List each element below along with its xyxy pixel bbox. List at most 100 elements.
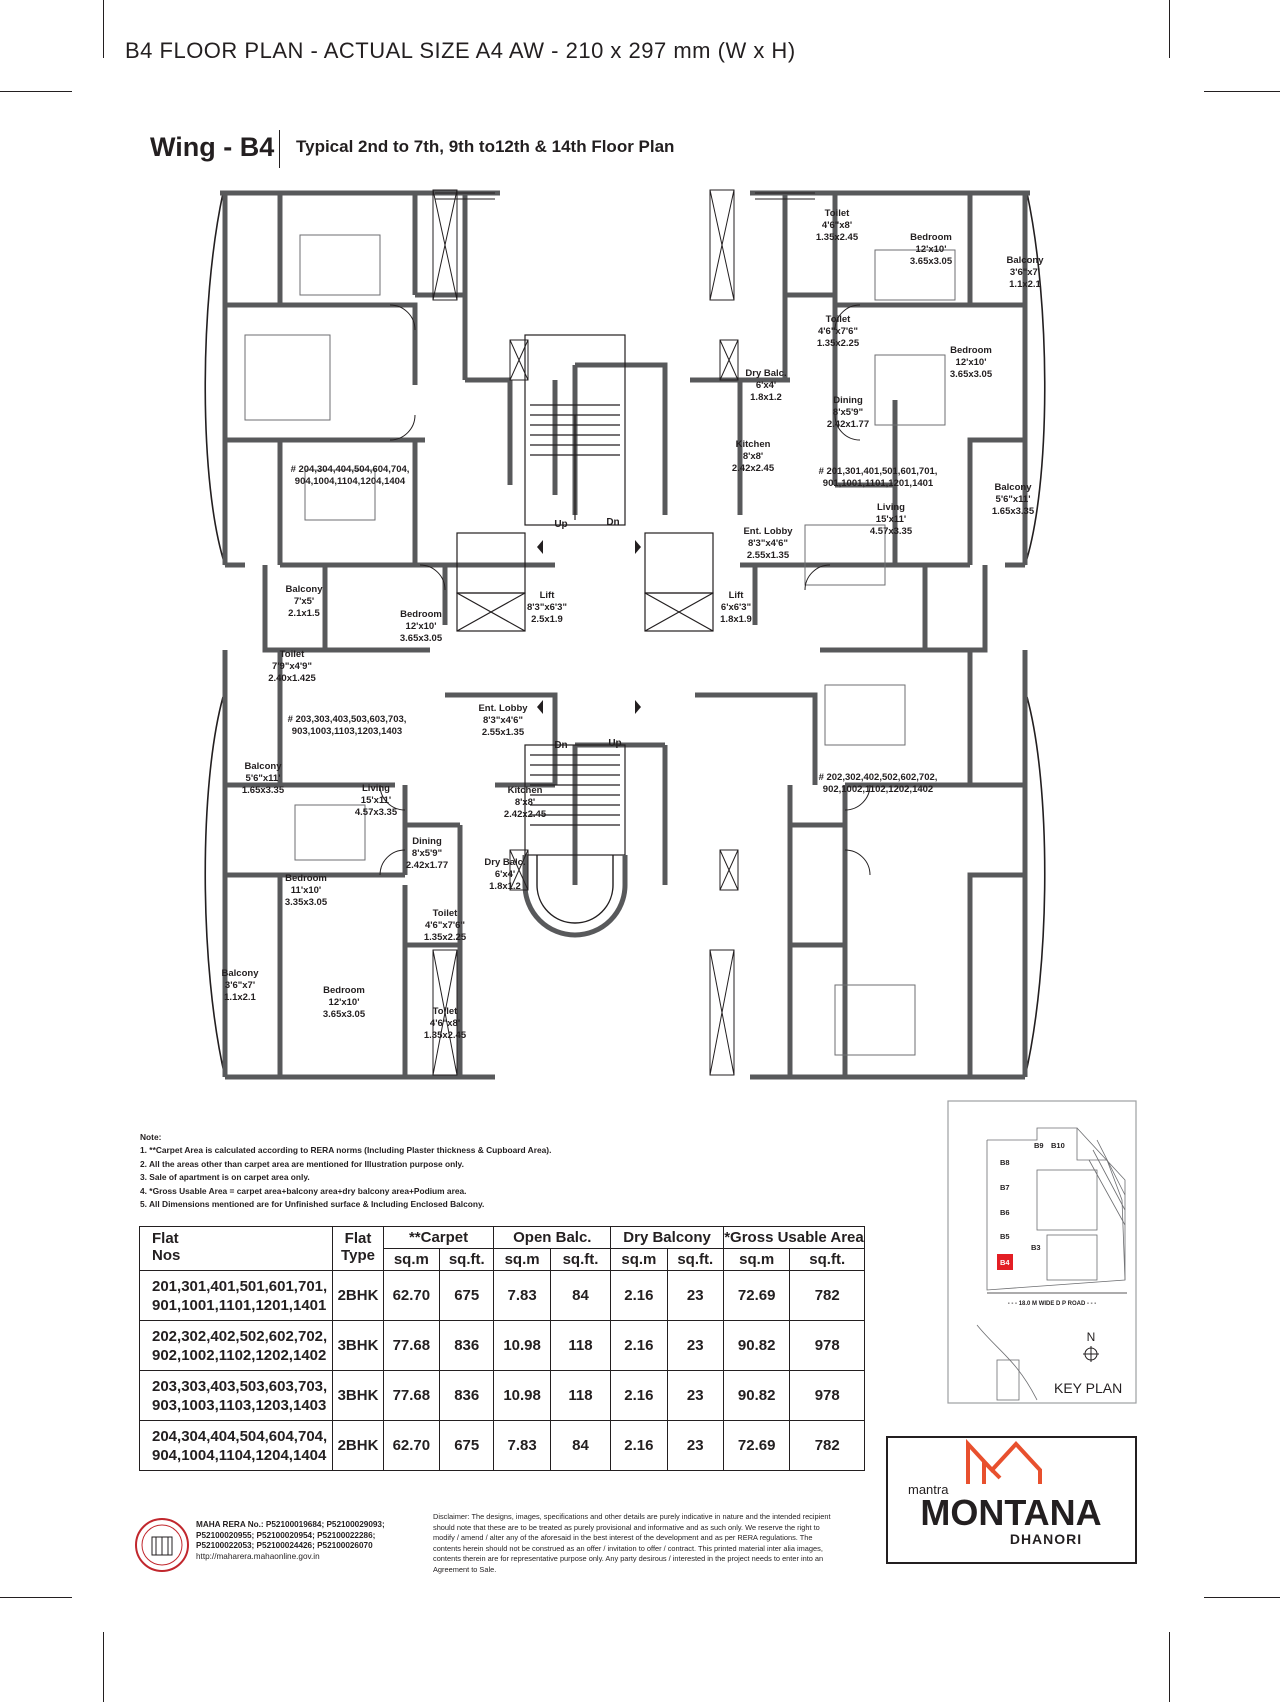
table-cell: 2.16 [610,1420,668,1471]
header-unit: sq.m [493,1248,551,1271]
table-cell: 10.98 [493,1320,551,1371]
room-name: Dining [833,395,863,406]
header-unit: sq.m [382,1248,441,1271]
crop-mark [1204,1597,1280,1598]
table-cell: 77.68 [382,1370,441,1421]
rera-line: MAHA RERA No.: P52100019684; P5210002909… [196,1520,385,1529]
room-dimension: 8'3"x4'6" [483,715,523,726]
wing-title: Wing - B4 [150,132,275,162]
room-dimension: 4'6"x8' [822,220,852,231]
room-name: Bedroom [400,609,442,620]
table-cell: 62.70 [382,1420,441,1471]
keyplan-building: B8 [1000,1158,1010,1167]
table-cell: 72.69 [722,1420,791,1471]
table-row: 202,302,402,502,602,702,902,1002,1102,12… [138,1320,865,1371]
room-name: Living [877,502,905,513]
crop-mark [1169,0,1170,58]
room-name: Dry Balc. [745,368,786,379]
north-icon [1083,1346,1099,1362]
keyplan-highlight [997,1254,1013,1270]
note-item: 5. All Dimensions mentioned are for Unfi… [140,1199,485,1210]
brand-mantra: mantra [908,1482,949,1497]
room-dimension: 8'3"x4'6" [748,538,788,549]
room-dimension: 2.1x1.5 [288,608,320,619]
room-dimension: 4'6"x7'6" [425,920,465,931]
rera-seal-icon [135,1518,189,1572]
flat-numbers-cell: 203,303,403,503,603,703,903,1003,1103,12… [138,1370,334,1421]
table-cell: 2.16 [610,1270,668,1321]
room-dimension: 8'x5'9" [412,848,442,859]
flat-label-line: 903,1003,1103,1203,1403 [292,726,402,737]
table-cell: 118 [549,1370,612,1421]
brand-name: MONTANA [920,1492,1101,1533]
room-name: Balcony [995,482,1033,493]
room-name: Ent. Lobby [743,526,793,537]
room-dimension: 3'6"x7' [1010,267,1040,278]
table-cell: 90.82 [722,1370,791,1421]
crop-mark [0,1597,72,1598]
room-name: Dry Balc. [484,857,525,868]
room-name: Toilet [826,314,851,325]
table-cell: 2.16 [610,1370,668,1421]
room-dimension: 2.42x2.45 [504,809,547,820]
room-dimension: 1.35x2.25 [817,338,860,349]
room-name: Bedroom [323,985,365,996]
room-dimension: 3.65x3.05 [323,1009,366,1020]
table-cell: 72.69 [722,1270,791,1321]
title-divider [279,130,280,168]
room-dimension: 8'x5'9" [833,407,863,418]
flat-numbers-cell: 202,302,402,502,602,702,902,1002,1102,12… [138,1320,334,1371]
room-name: Lift [540,590,556,601]
table-row: 203,303,403,503,603,703,903,1003,1103,12… [138,1370,865,1421]
header-unit: sq.m [722,1248,791,1271]
room-dimension: 8'x8' [515,797,535,808]
table-cell: 23 [666,1270,724,1321]
room-dimension: 6'x4' [756,380,776,391]
table-cell: 10.98 [493,1370,551,1421]
flat-label: # 202,302,402,502,602,702, 902,1002,1102… [819,772,938,795]
room-dimension: 3.65x3.05 [400,633,443,644]
room-dimension: 1.35x2.45 [816,232,859,243]
note-item: 4. *Gross Usable Area = carpet area+balc… [140,1185,467,1196]
room-dimension: 4'6"x8' [430,1018,460,1029]
room-dimension: 12'x10' [329,997,360,1008]
room-dimension: 2.55x1.35 [482,727,525,738]
floor-plan: Up Dn Dn Up # 204,304,404,504,604,704, 9… [204,189,1046,1080]
room-name: Balcony [1007,255,1045,266]
brand-location: DHANORI [1010,1531,1082,1547]
room-name: Lift [729,590,745,601]
room-dimension: 1.8x1.9 [720,614,752,625]
keyplan-building: B6 [1000,1208,1010,1217]
disclaimer: Disclaimer: The designs, images, specifi… [433,1512,831,1574]
table-cell: 23 [666,1370,724,1421]
flat-label: # 204,304,404,504,604,704, 904,1004,1104… [291,464,410,487]
brand-logo: mantra MONTANA DHANORI [886,1436,1137,1564]
room-dimension: 3'6"x7' [225,980,255,991]
header-gross-area: *Gross Usable Area [722,1226,866,1249]
keyplan-building: B9 [1034,1141,1044,1150]
table-cell: 7.83 [493,1270,551,1321]
room-name: Toilet [825,208,850,219]
table-cell: 3BHK [332,1320,384,1371]
flat-numbers-cell: 204,304,404,504,604,704,904,1004,1104,12… [138,1420,334,1471]
crop-mark [103,1632,104,1702]
keyplan-building: B5 [1000,1232,1010,1241]
table-cell: 3BHK [332,1370,384,1421]
room-name: Balcony [286,584,324,595]
rera-link[interactable]: http://maharera.mahaonline.gov.in [196,1551,320,1561]
room-dimension: 15'x11' [876,514,906,525]
flat-label-line: 901,1001,1101,1201,1401 [823,478,934,489]
flat-label-line: 902,1002,1102,1202,1402 [823,784,933,795]
room-name: Living [362,783,390,794]
